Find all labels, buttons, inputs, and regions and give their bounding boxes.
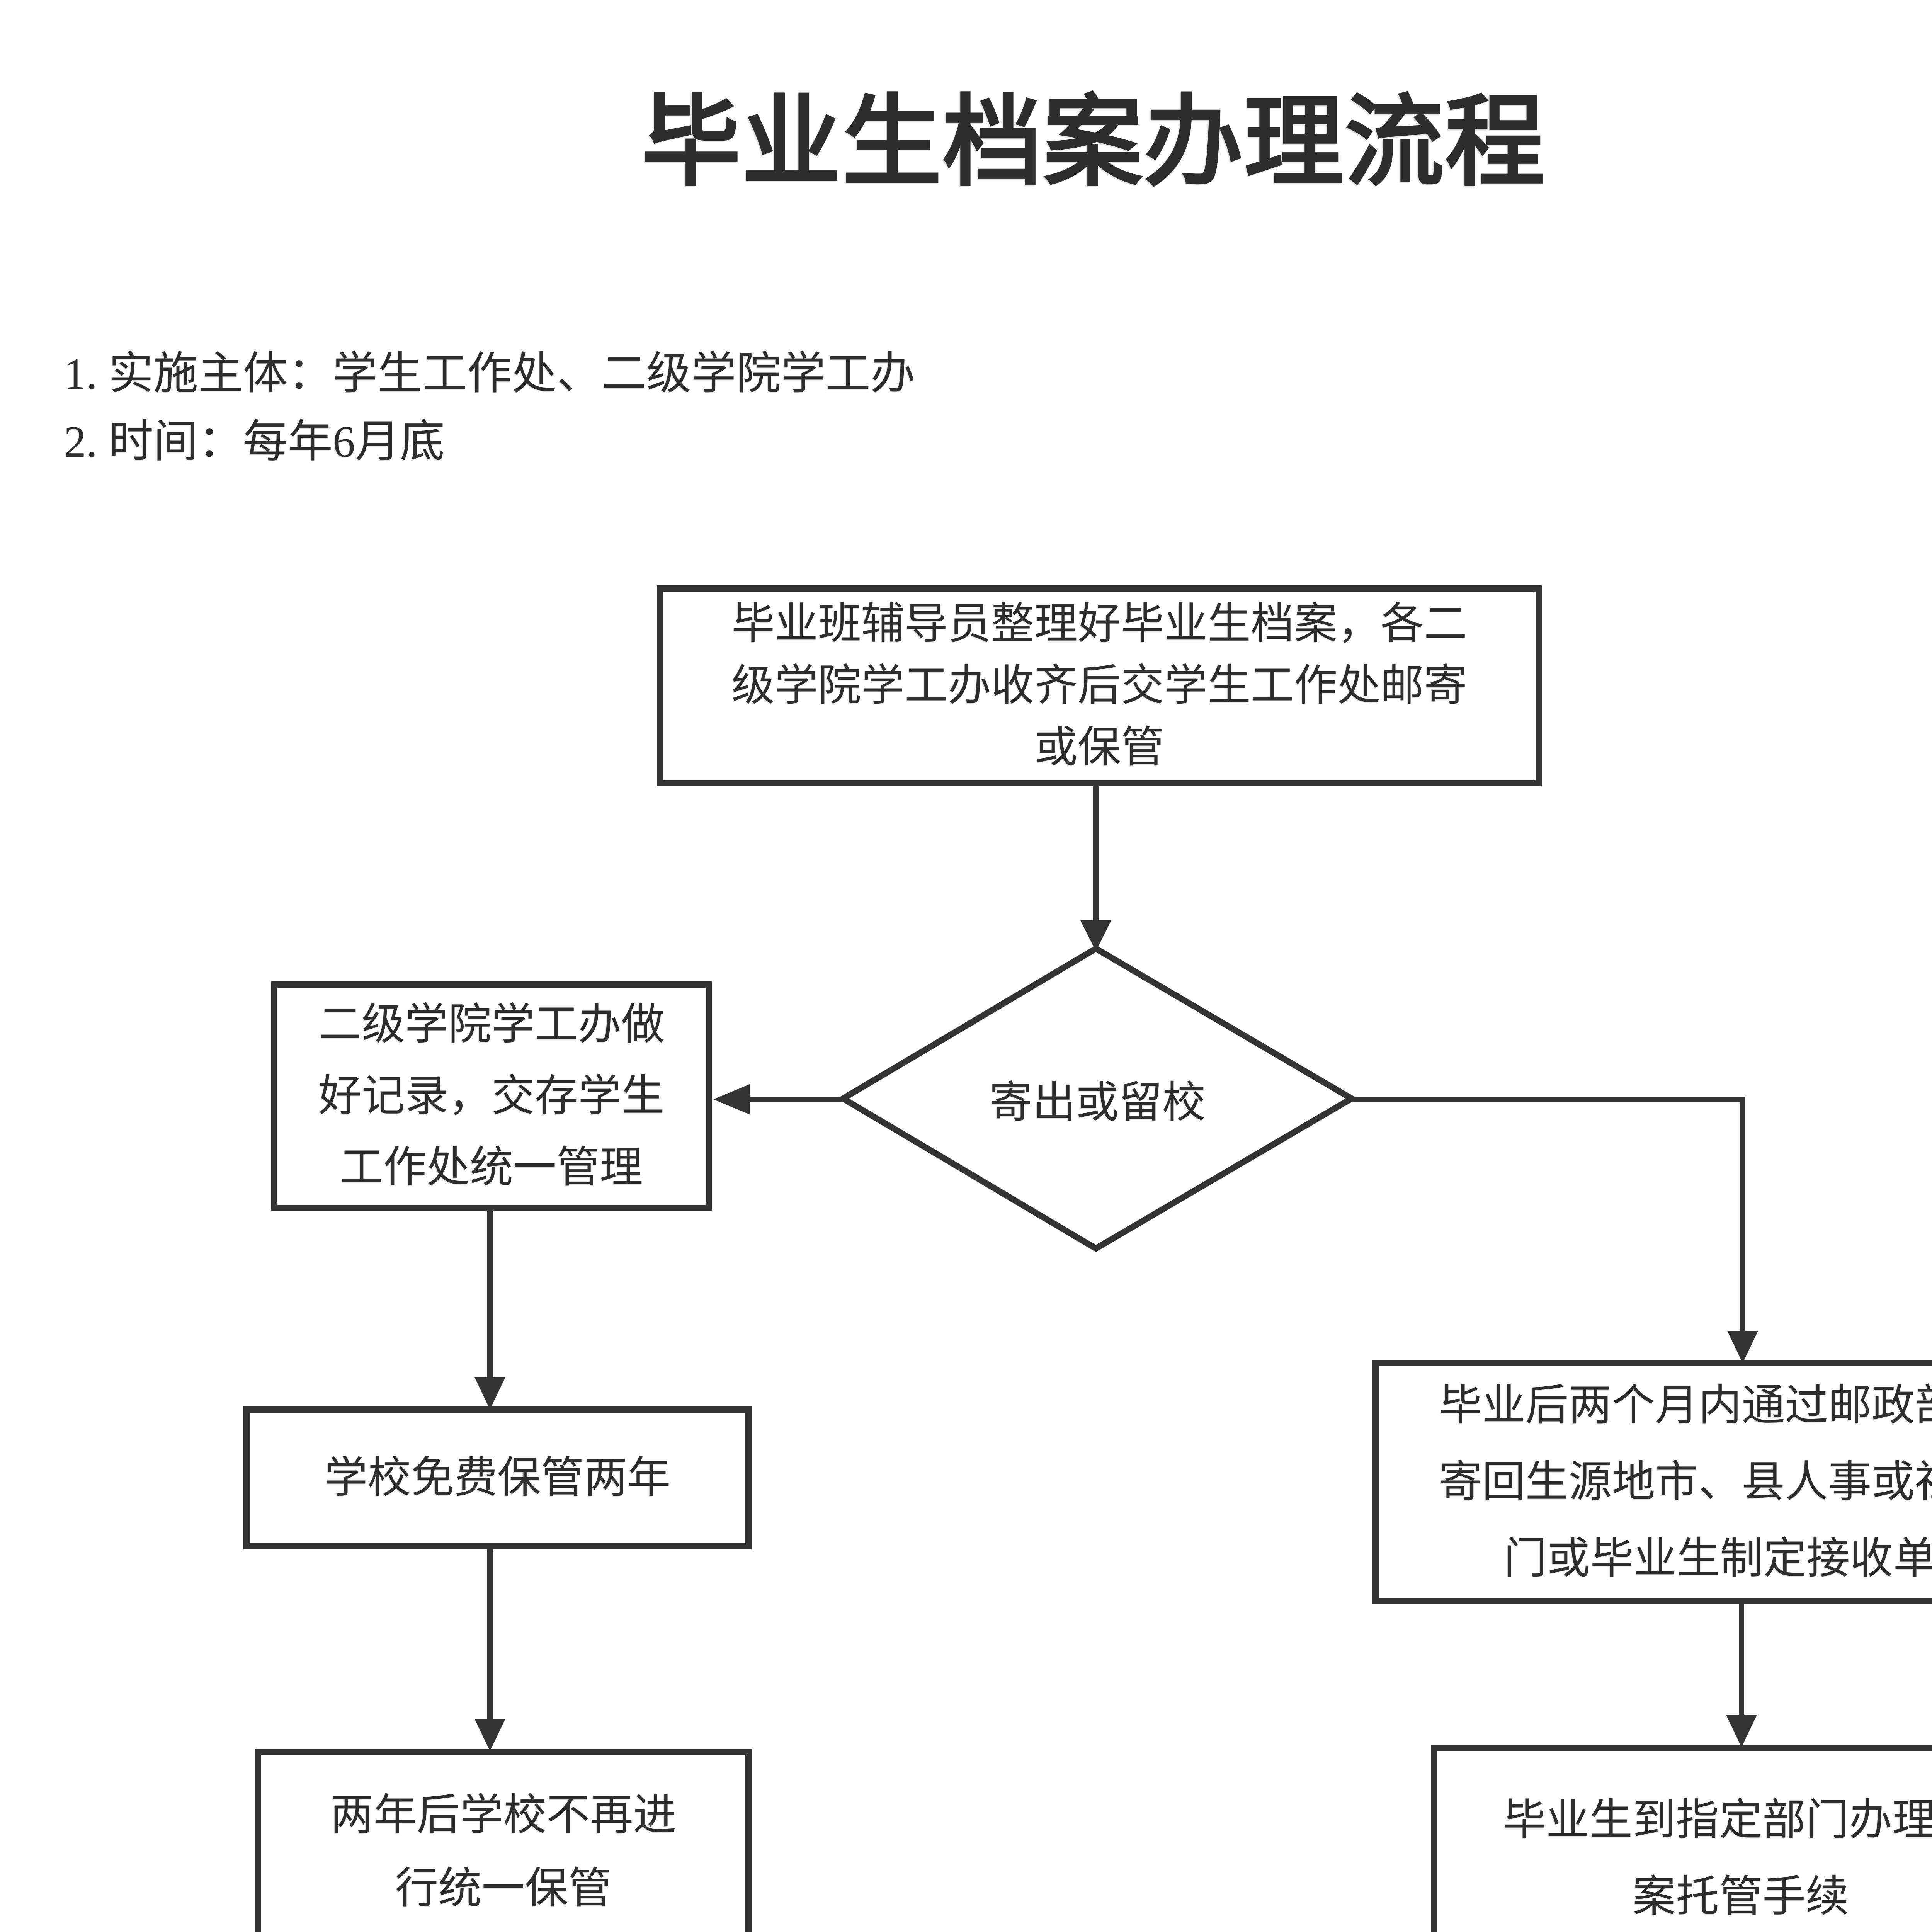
node-start-line: 毕业班辅导员整理好毕业生档案，各二 (731, 600, 1467, 648)
decision-label: 寄出或留校 (989, 1079, 1206, 1127)
node-mail-out-line: 门或毕业生制定接收单位 (1503, 1535, 1932, 1583)
node-mail-out-line: 寄回生源地市、县人事或社保部 (1439, 1458, 1932, 1506)
node-after-two-years-line: 两年后学校不再进 (330, 1791, 677, 1839)
note-implementing-body: 1. 实施主体：学生工作处、二级学院学工办 (64, 349, 915, 399)
node-free-storage: 学校免费保管两年 (243, 1406, 752, 1549)
node-deposit-line: 毕业生到指定部门办理档 (1503, 1796, 1932, 1844)
node-record-line: 好记录，交存学生 (318, 1072, 665, 1120)
notes-block: 1. 实施主体：学生工作处、二级学院学工办 2. 时间：每年6月底 (64, 340, 915, 476)
node-start: 毕业班辅导员整理好毕业生档案，各二 级学院学工办收齐后交学生工作处邮寄 或保管 (657, 585, 1542, 786)
node-record: 二级学院学工办做 好记录，交存学生 工作处统一管理 (271, 981, 712, 1211)
node-deposit: 毕业生到指定部门办理档 案托管手续 (1431, 1745, 1932, 1932)
node-record-line: 工作处统一管理 (340, 1144, 643, 1192)
page-title: 毕业生档案办理流程 (641, 88, 1546, 198)
arrow-mail-to-deposit-head (1726, 1715, 1757, 1747)
arrow-record-to-storage-head (474, 1377, 505, 1410)
arrow-decision-to-mail-head (1727, 1331, 1758, 1363)
arrow-storage-to-after-head (474, 1719, 505, 1751)
node-mail-out-line: 毕业后两个月内通过邮政部门邮 (1439, 1382, 1932, 1430)
node-start-line: 或保管 (1034, 724, 1164, 772)
node-after-two-years: 两年后学校不再进 行统一保管 (255, 1749, 752, 1932)
node-start-line: 级学院学工办收齐后交学生工作处邮寄 (731, 662, 1467, 710)
node-after-two-years-line: 行统一保管 (395, 1865, 612, 1913)
node-deposit-line: 案托管手续 (1633, 1873, 1849, 1921)
arrow-decision-to-mail-line (1352, 1097, 1745, 1332)
decision-diamond (837, 945, 1358, 1252)
note-time: 2. 时间：每年6月底 (64, 417, 445, 467)
arrow-decision-to-record-head (713, 1084, 750, 1115)
node-free-storage-line: 学校免费保管两年 (324, 1454, 671, 1502)
node-record-line: 二级学院学工办做 (318, 1001, 665, 1049)
arrow-start-to-decision-head (1080, 920, 1111, 951)
node-mail-out: 毕业后两个月内通过邮政部门邮 寄回生源地市、县人事或社保部 门或毕业生制定接收单… (1372, 1360, 1932, 1604)
